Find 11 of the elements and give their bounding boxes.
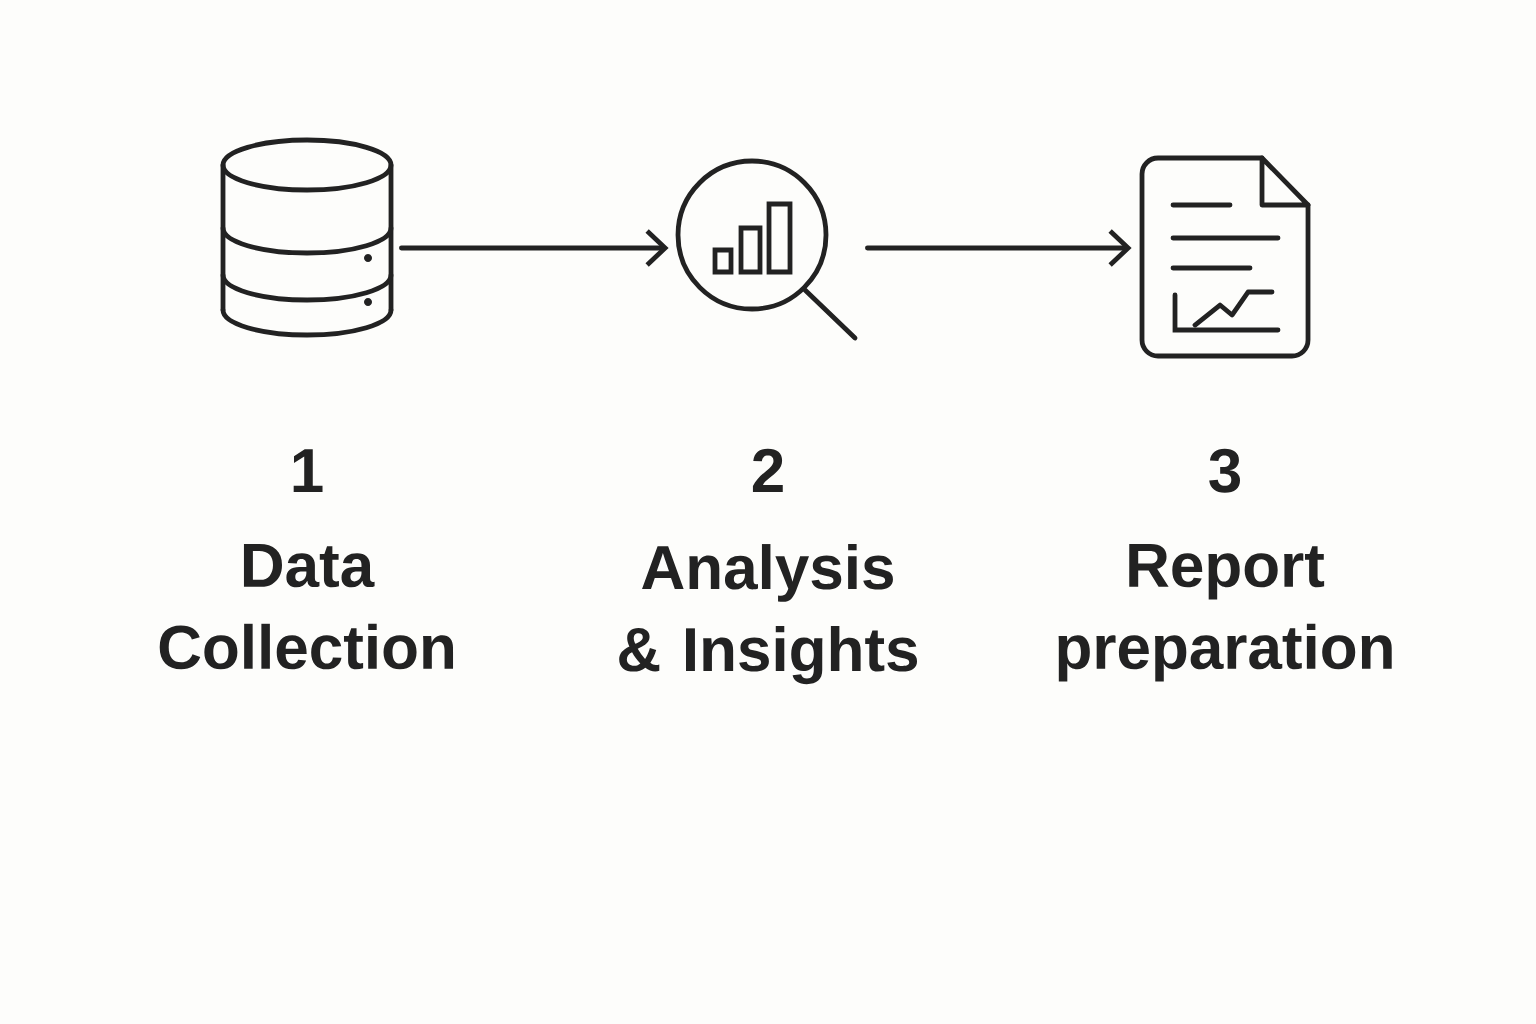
step-number: 1 (293, 449, 323, 492)
step-title: Data Collection (159, 544, 454, 670)
icon-drawing (1139, 155, 1311, 359)
step-number: 2 (752, 448, 783, 492)
arrow (399, 229, 669, 267)
step-title: Report preparation (1058, 544, 1392, 682)
icon-drawing (675, 158, 858, 341)
arrow (865, 229, 1132, 267)
step-number: 3 (1209, 448, 1240, 493)
database-icon (220, 137, 394, 338)
step-title: Analysis & Insights (619, 544, 918, 685)
